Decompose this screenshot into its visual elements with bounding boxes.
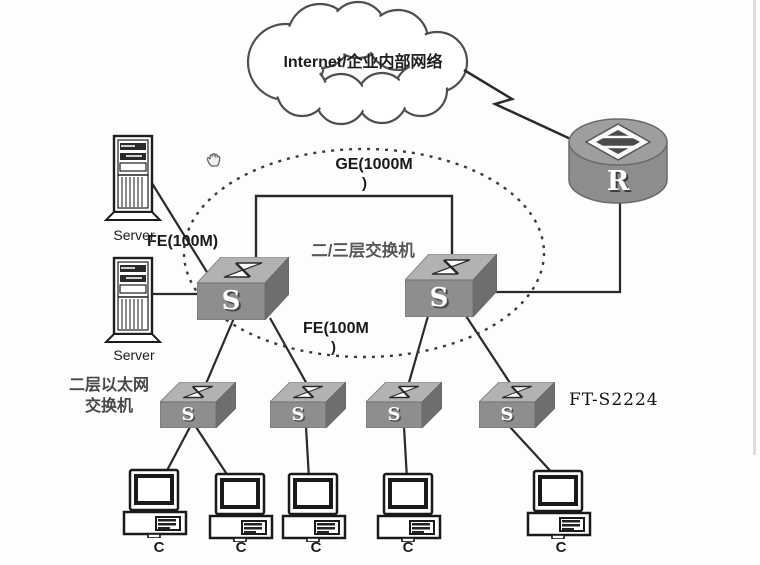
- ge-link-label-paren: ): [362, 175, 367, 192]
- client-pc-3: [281, 472, 347, 542]
- switch-x-icon: [292, 385, 324, 399]
- ge-link-line: [254, 194, 454, 265]
- access1-to-pc2-line: [195, 426, 231, 480]
- dashed-ellipse: [182, 147, 546, 359]
- client-pc-4: [376, 472, 442, 542]
- router-diamond-icon: [584, 123, 652, 161]
- client-pc-4-label: C: [402, 539, 414, 556]
- client-pc-2-label: C: [235, 539, 247, 556]
- access-switch-1-letter: S: [181, 404, 195, 425]
- server1-uplink-line: [149, 179, 219, 291]
- switch-x-icon: [388, 385, 420, 399]
- internet-cloud-fill: [250, 4, 465, 122]
- core-switch-left: [197, 257, 289, 320]
- access2-to-pc3-line: [304, 426, 311, 480]
- client-pc-2: [208, 472, 274, 542]
- access3-to-pc4-line: [402, 426, 409, 480]
- access-switch-4: [479, 382, 555, 428]
- router-to-core-switch-line: [494, 200, 622, 294]
- client-pc-1: [122, 468, 188, 538]
- coreL-to-access2-line: [269, 317, 309, 387]
- access-switch-4-letter: S: [500, 404, 514, 425]
- server-2: [104, 256, 162, 343]
- access-switch-label-line1: 二层以太网: [68, 377, 149, 394]
- access-switch-3: [366, 382, 442, 428]
- server-1-label: Server: [113, 227, 155, 243]
- client-pc-3-label: C: [310, 539, 322, 556]
- core-switch-left-letter: S: [221, 286, 241, 316]
- cloud-label: Internet/企业内部网络: [283, 54, 443, 71]
- client-pc-5: [526, 469, 592, 539]
- scan-edge-artifact: [753, 0, 756, 455]
- ge-link-label: GE(1000M: [335, 156, 413, 173]
- access4-to-pc5-line: [509, 426, 557, 478]
- model-label: FT-S2224: [569, 390, 659, 410]
- switch-x-icon: [501, 385, 533, 399]
- access-switch-1: [160, 382, 236, 428]
- fe-mid-link-label: FE(100M: [303, 320, 369, 337]
- access-switch-label-line2: 交换机: [84, 398, 133, 415]
- core-switch-label: 二/三层交换机: [311, 242, 415, 260]
- core-switch-right: [405, 254, 497, 317]
- switch-x-icon: [223, 262, 263, 278]
- access-switch-2: [270, 382, 346, 428]
- access-switch-2-letter: S: [291, 404, 305, 425]
- core-switch-right-letter: S: [429, 283, 449, 313]
- client-pc-5-label: C: [555, 539, 567, 556]
- coreL-to-access1-line: [203, 317, 236, 387]
- client-pc-1-label: C: [153, 539, 165, 556]
- cloud-to-router-zigzag-line: [463, 68, 576, 143]
- coreR-to-access4-line: [465, 315, 513, 387]
- hand-cursor-icon: [206, 153, 221, 167]
- access-switch-label: 二层以太网 交换机: [56, 375, 162, 417]
- fe-mid-link-label-paren: ): [331, 339, 336, 356]
- switch-x-icon: [182, 385, 214, 399]
- server-1: [104, 134, 162, 221]
- server-2-label: Server: [113, 347, 155, 363]
- router-letter: R: [606, 166, 630, 197]
- router: [568, 118, 668, 204]
- fe-server-link-label: FE(100M): [147, 233, 219, 250]
- access-switch-3-letter: S: [387, 404, 401, 425]
- switch-x-icon: [431, 259, 471, 275]
